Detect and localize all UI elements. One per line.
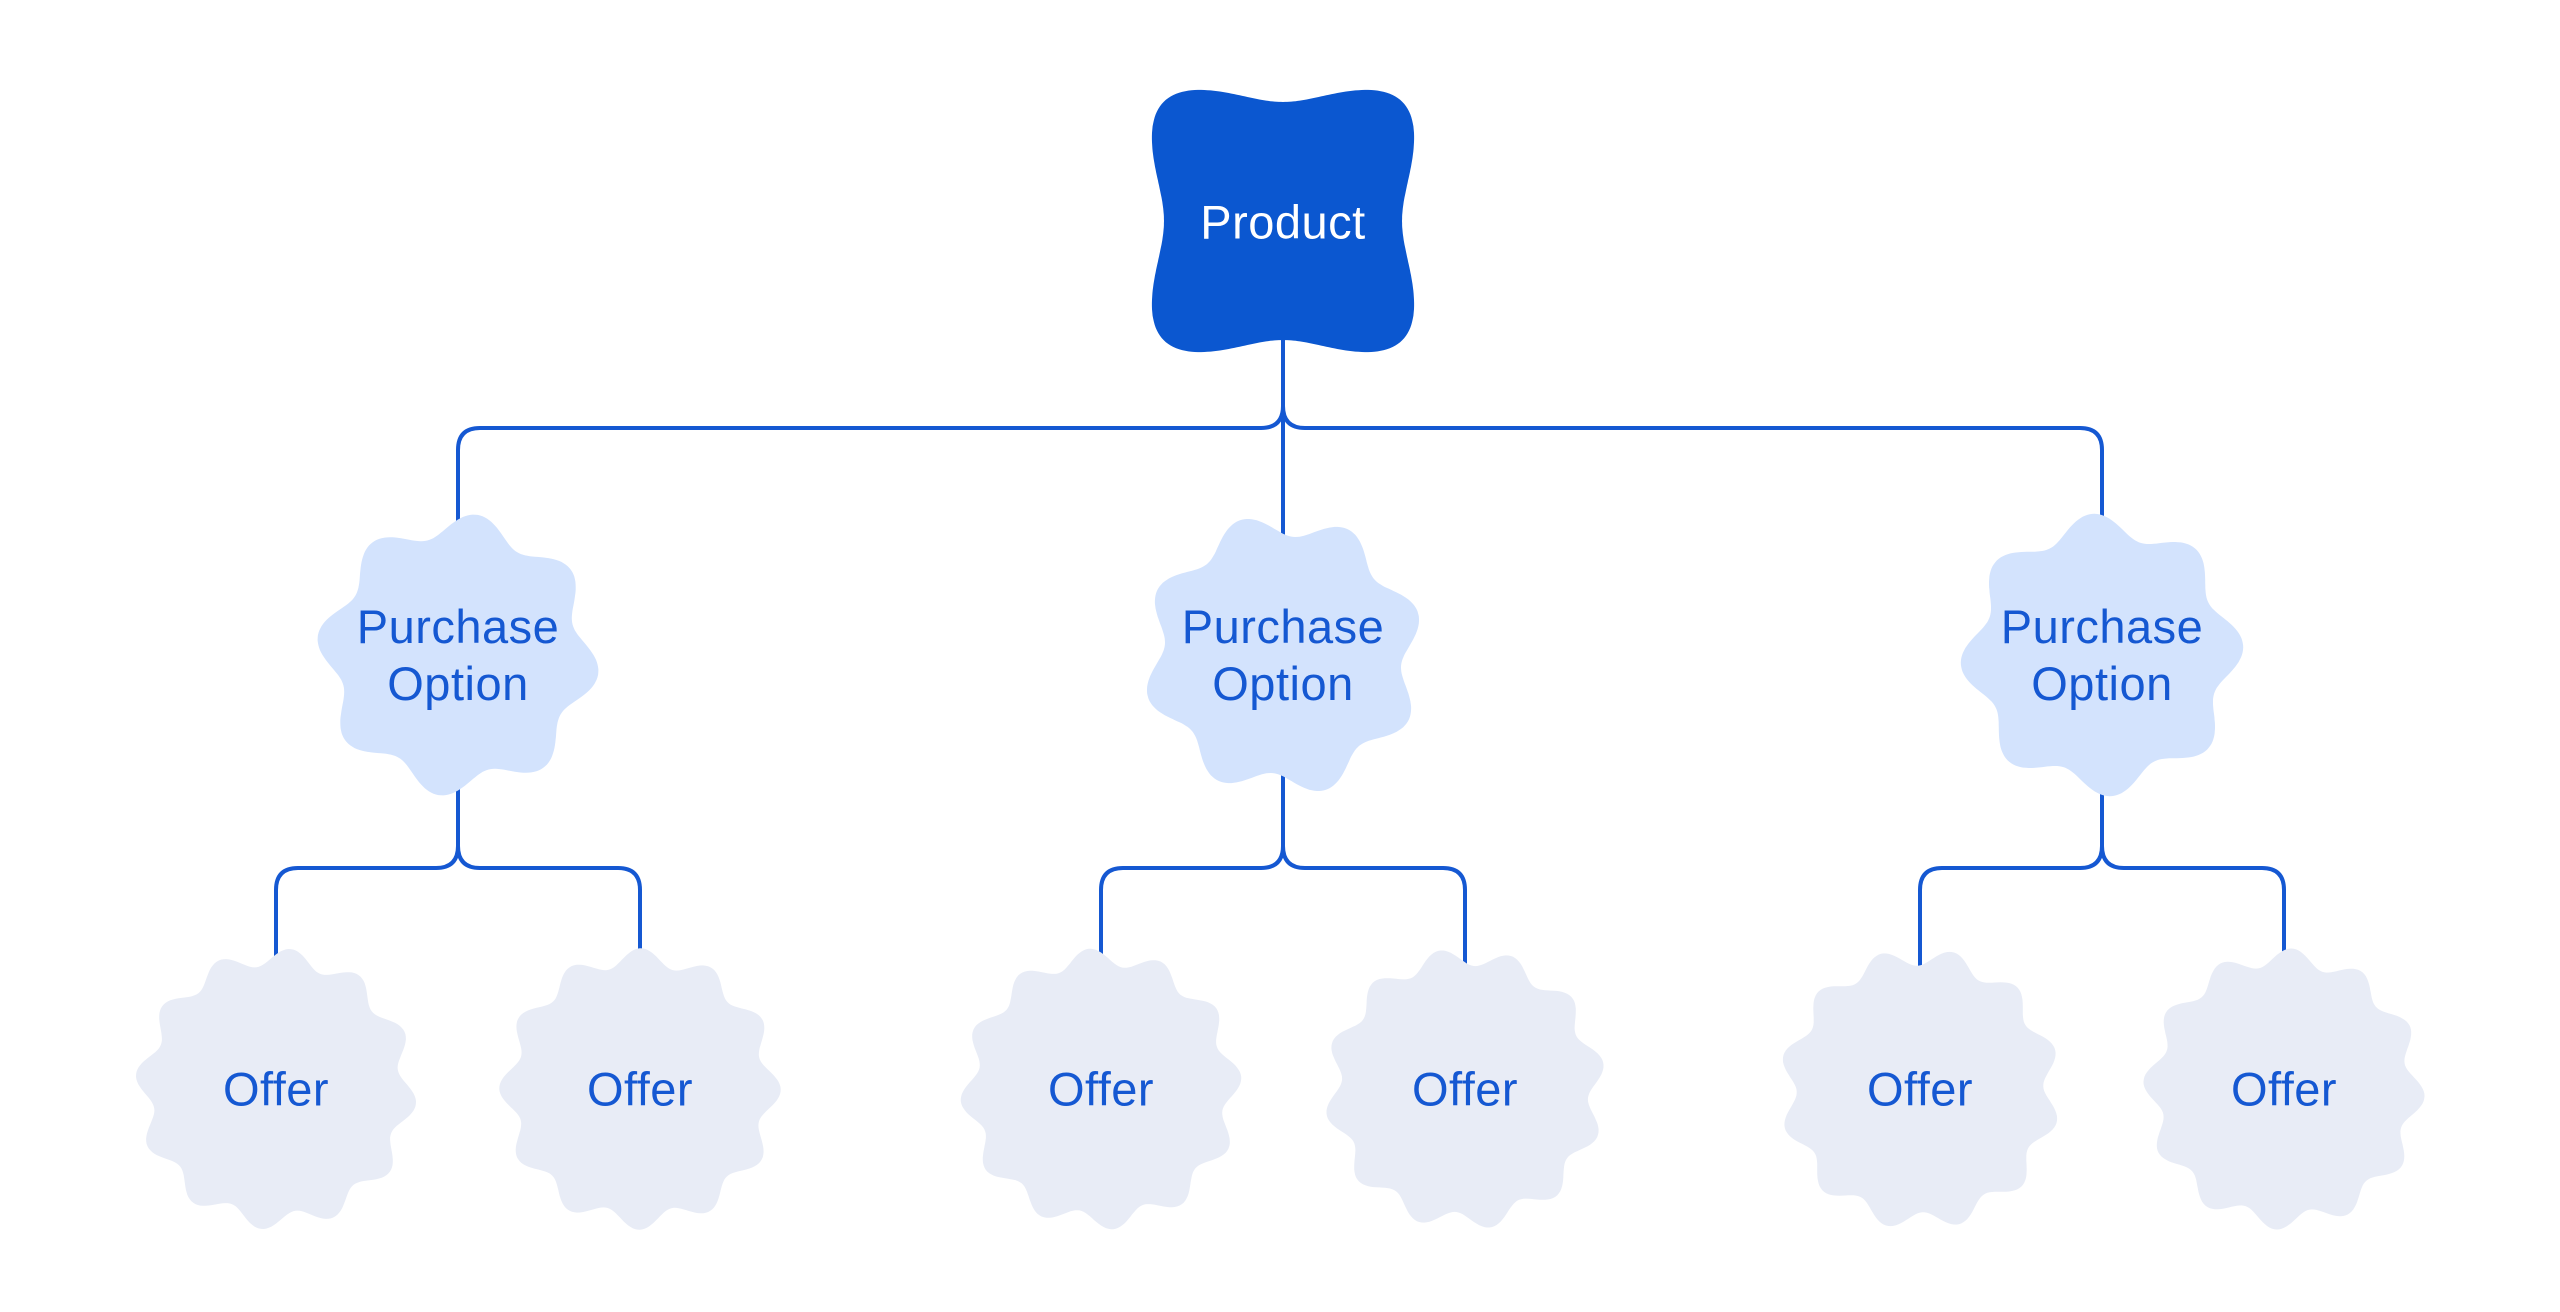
connector-po2-right-offer [1281,775,1467,975]
offer-node-shape-6 [2143,948,2425,1230]
purchase-option-node-shape-2 [1147,519,1419,791]
offer-node-label-2: Offer [586,1062,694,1116]
offer-node-shape-2 [499,948,781,1230]
product-node-label: Product [1200,195,1366,249]
connector-po1-left-offer [274,775,460,975]
purchase-option-node-label-1: Purchase Option [356,600,560,710]
offer-node-label-1: Offer [222,1062,330,1116]
connector-lines [274,330,2286,975]
connector-po3-right-offer [2100,775,2286,975]
connector-root-left-arm [456,405,1285,545]
offer-node-label-6: Offer [2230,1062,2338,1116]
offer-node-shape-1 [136,949,416,1229]
purchase-option-node-shape-3 [1960,513,2244,797]
connector-root-right-arm [1281,405,2104,545]
offer-node-label-3: Offer [1047,1062,1155,1116]
purchase-option-node-label-2: Purchase Option [1181,600,1385,710]
connector-po3-left-offer [1918,775,2104,975]
purchase-option-node-shape-1 [317,514,599,796]
connector-po2-left-offer [1099,775,1285,975]
offer-node-label-4: Offer [1411,1062,1519,1116]
purchase-option-node-label-3: Purchase Option [2000,600,2204,710]
connector-po1-right-offer [456,775,642,975]
offer-node-shape-4 [1326,950,1604,1228]
offer-node-shape-3 [960,948,1242,1230]
product-node-shape [1151,89,1415,353]
offer-node-label-5: Offer [1866,1062,1974,1116]
offer-node-shape-5 [1782,951,2058,1227]
